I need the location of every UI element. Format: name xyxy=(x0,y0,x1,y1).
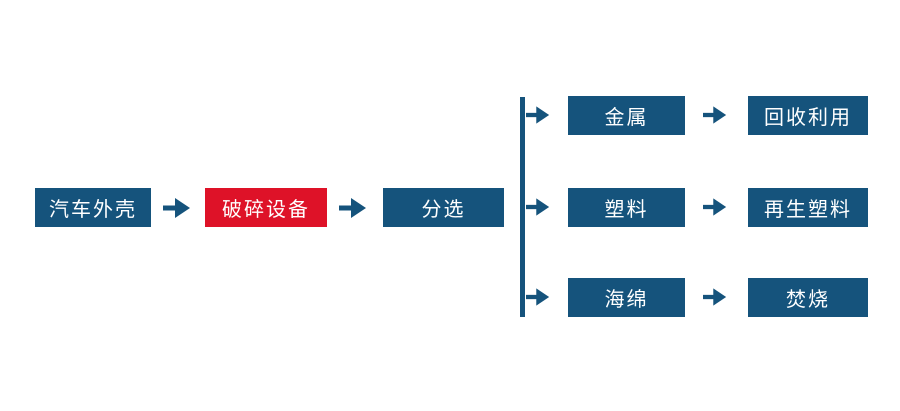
node-recycled-plastic: 再生塑料 xyxy=(748,188,868,227)
node-sponge: 海绵 xyxy=(568,278,685,317)
arrow-right-icon xyxy=(339,198,367,218)
node-crusher: 破碎设备 xyxy=(205,188,327,227)
node-incineration: 焚烧 xyxy=(748,278,868,317)
arrow-right-icon xyxy=(703,106,727,124)
node-recycle-reuse: 回收利用 xyxy=(748,96,868,135)
branch-connector-line xyxy=(520,97,525,317)
arrow-right-icon xyxy=(526,288,550,306)
arrow-right-icon xyxy=(526,106,550,124)
arrow-right-icon xyxy=(163,198,191,218)
arrow-right-icon xyxy=(526,198,550,216)
node-car-shell: 汽车外壳 xyxy=(35,188,151,227)
arrow-right-icon xyxy=(703,288,727,306)
node-plastic: 塑料 xyxy=(568,188,685,227)
node-sorting: 分选 xyxy=(383,188,504,227)
arrow-right-icon xyxy=(703,198,727,216)
node-metal: 金属 xyxy=(568,96,685,135)
